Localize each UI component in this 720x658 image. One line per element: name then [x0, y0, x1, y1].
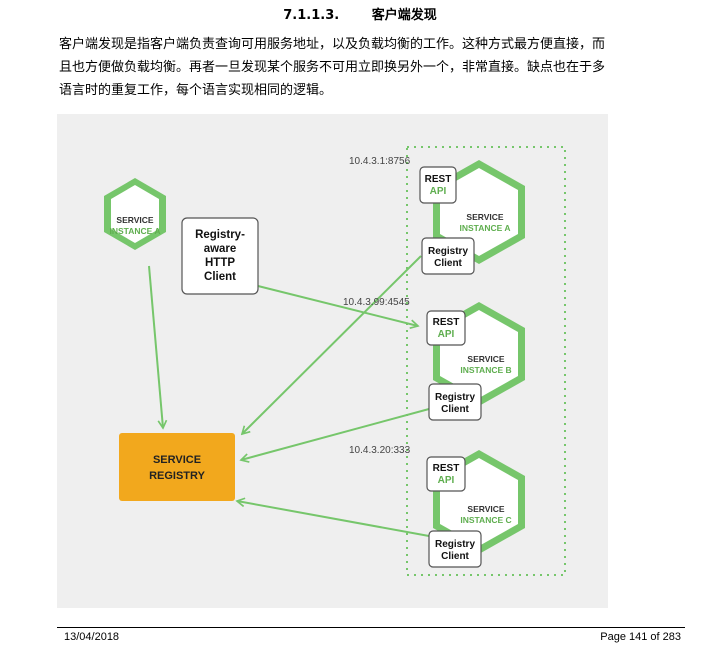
client-service-label: SERVICE — [116, 215, 153, 225]
api-label: API — [438, 329, 455, 340]
http-client-line: aware — [204, 243, 237, 255]
rest-label: REST — [433, 317, 460, 328]
instance-address: 10.4.3.20:333 — [349, 445, 411, 456]
instance-address: 10.4.3.99:4545 — [343, 297, 410, 308]
footer-date: 13/04/2018 — [64, 631, 120, 643]
rest-api-box — [426, 456, 466, 492]
diagram-svg: SERVICE INSTANCE A Registry- aware HTTP … — [104, 146, 566, 576]
rest-label: REST — [433, 463, 460, 474]
registry-client-box — [428, 383, 482, 421]
footer-page-number: Page 141 of 283 — [600, 631, 681, 643]
footer-divider — [57, 627, 685, 628]
body-paragraph: 客户端发现是指客户端负责查询可用服务地址，以及负载均衡的工作。这种方式最方便直接… — [59, 33, 691, 102]
client-service-name: INSTANCE A — [110, 226, 161, 236]
paragraph-line: 客户端发现是指客户端负责查询可用服务地址，以及负载均衡的工作。这种方式最方便直接… — [59, 37, 606, 52]
api-label: API — [438, 475, 455, 486]
http-client-line: Client — [204, 271, 236, 283]
instance-address: 10.4.3.1:8756 — [349, 156, 411, 167]
paragraph-line: 语言时的重复工作，每个语言实现相同的逻辑。 — [59, 83, 333, 98]
arrow-client-to-registry — [148, 265, 163, 428]
section-title: 客户端发现 — [371, 8, 437, 23]
arrow-instance-b-to-registry — [241, 408, 430, 460]
instance-name: INSTANCE B — [460, 365, 511, 375]
registry-client-box — [428, 530, 482, 568]
api-label: API — [430, 186, 447, 197]
service-instance-c: 10.4.3.20:333 SERVICE INSTANCE C REST AP… — [349, 445, 525, 568]
rest-api-box — [426, 310, 466, 346]
registry-client-box — [421, 237, 475, 275]
registry-label: SERVICE — [153, 454, 201, 466]
arrow-client-to-instance-b — [257, 285, 418, 326]
registry-client-label: Client — [441, 404, 469, 415]
registry-client-label: Registry — [435, 392, 475, 403]
rest-label: REST — [425, 174, 452, 185]
registry-client-label: Registry — [428, 246, 468, 257]
section-number: 7.1.1.3. — [283, 8, 340, 23]
http-client-box: Registry- aware HTTP Client — [181, 217, 259, 295]
instance-name: INSTANCE A — [460, 223, 511, 233]
instance-name: INSTANCE C — [460, 515, 511, 525]
arrow-instance-a-to-registry — [242, 255, 422, 434]
instance-label: SERVICE — [466, 212, 503, 222]
arrow-instance-c-to-registry — [237, 501, 430, 537]
http-client-line: Registry- — [195, 229, 245, 241]
section-heading: 7.1.1.3. 客户端发现 — [0, 4, 720, 23]
registry-client-label: Client — [434, 258, 462, 269]
registry-label: REGISTRY — [149, 470, 205, 482]
instance-label: SERVICE — [467, 504, 504, 514]
registry-client-label: Registry — [435, 539, 475, 550]
service-instance-b: 10.4.3.99:4545 SERVICE INSTANCE B REST A… — [343, 297, 525, 421]
rest-api-box — [419, 166, 457, 204]
client-service-hexagon: SERVICE INSTANCE A — [104, 178, 166, 250]
http-client-line: HTTP — [205, 257, 235, 269]
registry-client-label: Client — [441, 551, 469, 562]
client-discovery-diagram: SERVICE INSTANCE A Registry- aware HTTP … — [57, 114, 608, 608]
instance-label: SERVICE — [467, 354, 504, 364]
instances-container — [406, 146, 566, 576]
paragraph-line: 且也方便做负载均衡。再者一旦发现某个服务不可用立即换另外一个，非常直接。缺点也在… — [59, 60, 606, 75]
service-registry-box: SERVICE REGISTRY — [119, 433, 235, 501]
service-instance-a: 10.4.3.1:8756 SERVICE INSTANCE A REST AP… — [349, 156, 525, 275]
